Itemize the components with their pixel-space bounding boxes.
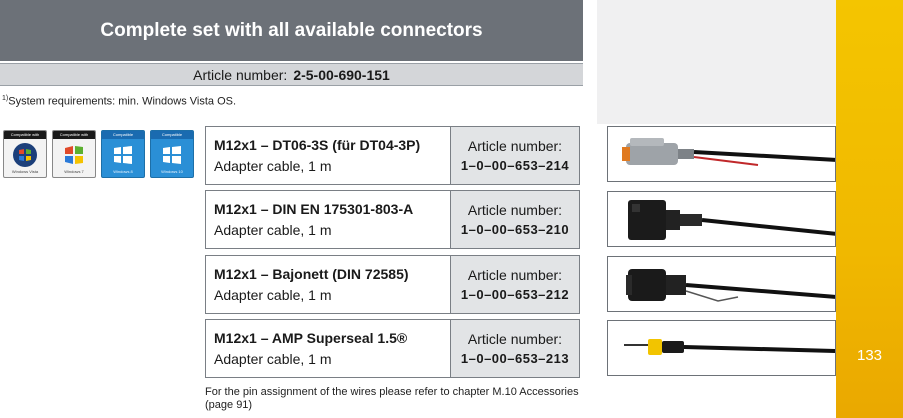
system-requirements: 1)System requirements: min. Windows Vist… — [2, 95, 236, 108]
product-row: M12x1 – AMP Superseal 1.5® Adapter cable… — [205, 319, 580, 378]
article-number: 1–0–00–653–212 — [460, 287, 570, 302]
chapter-tab — [836, 0, 903, 418]
bayonet-connector-image — [607, 256, 836, 312]
windows-7-logo-icon — [65, 146, 83, 164]
system-requirements-text: System requirements: min. Windows Vista … — [8, 95, 237, 108]
product-name: M12x1 – DT06-3S (für DT04-3P) — [214, 137, 421, 153]
product-subtitle: Adapter cable, 1 m — [214, 222, 332, 238]
product-subtitle: Adapter cable, 1 m — [214, 287, 332, 303]
windows-10-logo-icon — [163, 146, 181, 164]
article-number: 1–0–00–653–213 — [460, 351, 570, 366]
product-subtitle: Adapter cable, 1 m — [214, 158, 332, 174]
product-name: M12x1 – Bajonett (DIN 72585) — [214, 266, 409, 282]
badge-label: Windows 8 — [113, 169, 133, 174]
product-row: M12x1 – DT06-3S (für DT04-3P) Adapter ca… — [205, 126, 580, 185]
badge-caption: Compatible — [151, 131, 193, 139]
bayonet-connector-icon — [626, 269, 835, 302]
product-article: Article number: 1–0–00–653–213 — [450, 320, 579, 377]
set-article-number: Article number: 2-5-00-690-151 — [0, 63, 583, 86]
badge-label: Windows 10 — [161, 169, 183, 174]
badge-caption: Compatible with — [4, 131, 46, 139]
windows-vista-badge: Compatible with Windows Vista — [3, 130, 47, 178]
product-row: M12x1 – Bajonett (DIN 72585) Adapter cab… — [205, 255, 580, 314]
article-label: Article number: — [193, 66, 288, 83]
product-article: Article number: 1–0–00–653–214 — [450, 127, 579, 184]
section-title: Complete set with all available connecto… — [0, 0, 583, 64]
product-description: M12x1 – DT06-3S (für DT04-3P) Adapter ca… — [206, 127, 450, 184]
product-article: Article number: 1–0–00–653–212 — [450, 256, 579, 313]
badge-caption: Compatible — [102, 131, 144, 139]
product-subtitle: Adapter cable, 1 m — [214, 351, 332, 367]
article-label: Article number: — [467, 202, 563, 218]
os-compatibility-badges: Compatible with Windows Vista Compatible… — [3, 130, 194, 178]
superseal-connector-image — [607, 320, 836, 376]
product-article: Article number: 1–0–00–653–210 — [450, 191, 579, 248]
article-label: Article number: — [467, 138, 563, 154]
badge-label: Windows 7 — [64, 169, 84, 174]
product-description: M12x1 – AMP Superseal 1.5® Adapter cable… — [206, 320, 450, 377]
article-label: Article number: — [467, 331, 563, 347]
din-connector-image — [607, 191, 836, 247]
product-name: M12x1 – AMP Superseal 1.5® — [214, 330, 408, 346]
product-name: M12x1 – DIN EN 175301-803-A — [214, 201, 414, 217]
article-label: Article number: — [467, 267, 563, 283]
article-number: 1–0–00–653–214 — [460, 158, 570, 173]
windows-vista-logo-icon — [13, 143, 37, 167]
pin-assignment-note: For the pin assignment of the wires plea… — [205, 386, 579, 411]
dt06-connector-icon — [622, 138, 835, 166]
product-description: M12x1 – DIN EN 175301-803-A Adapter cabl… — [206, 191, 450, 248]
badge-label: Windows Vista — [11, 169, 39, 174]
article-number: 1–0–00–653–210 — [460, 222, 570, 237]
superseal-connector-icon — [624, 339, 835, 355]
windows-8-badge: Compatible Windows 8 — [101, 130, 145, 178]
badge-caption: Compatible with — [53, 131, 95, 139]
page-number: 133 — [856, 347, 883, 364]
dt06-connector-image — [607, 126, 836, 182]
windows-8-logo-icon — [114, 146, 132, 164]
product-description: M12x1 – Bajonett (DIN 72585) Adapter cab… — [206, 256, 450, 313]
windows-10-badge: Compatible Windows 10 — [150, 130, 194, 178]
article-number: 2-5-00-690-151 — [293, 66, 390, 83]
windows-7-badge: Compatible with Windows 7 — [52, 130, 96, 178]
footnote-marker: 1) — [2, 95, 9, 102]
gray-panel — [597, 0, 836, 124]
din-connector-icon — [628, 200, 835, 240]
product-row: M12x1 – DIN EN 175301-803-A Adapter cabl… — [205, 190, 580, 249]
